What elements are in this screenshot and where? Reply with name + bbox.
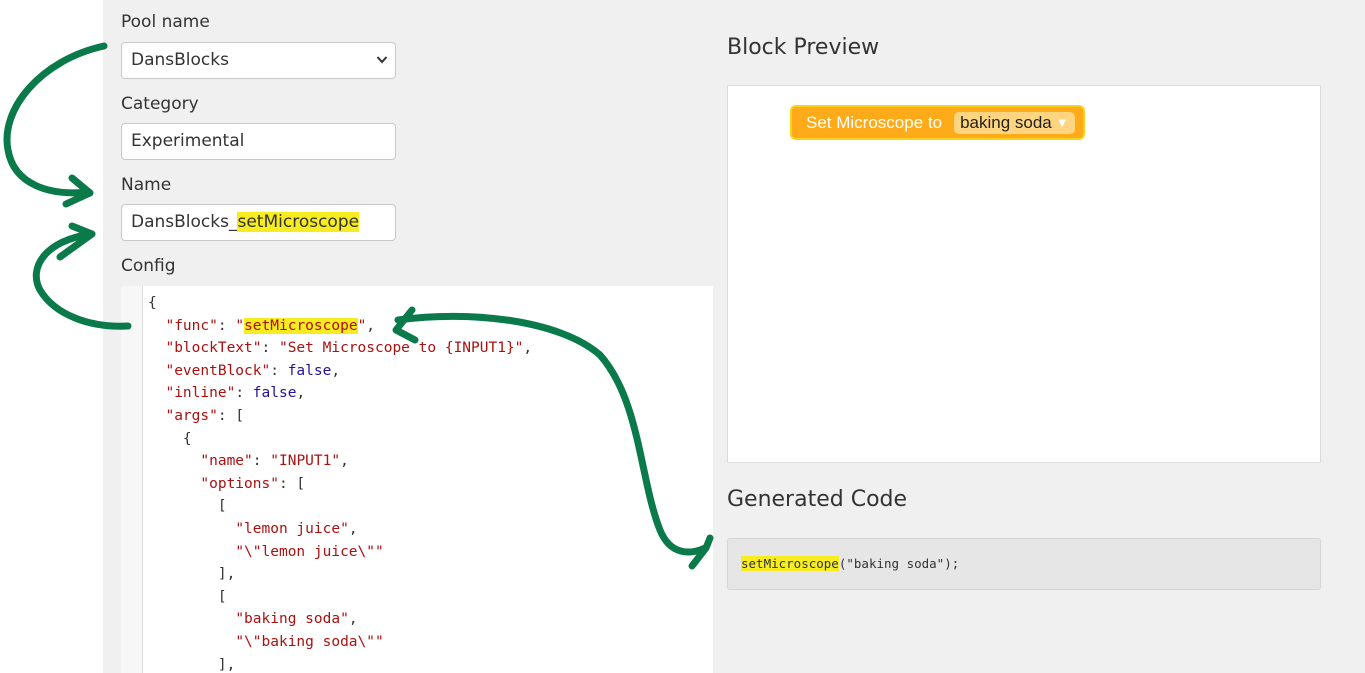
- config-line: "\"baking soda\"": [235, 633, 384, 650]
- config-line: "blockText": "Set Microscope to {INPUT1}…: [165, 340, 533, 357]
- set-microscope-block[interactable]: Set Microscope to baking soda ▼: [790, 105, 1085, 140]
- generated-code-box: setMicroscope("baking soda");: [727, 538, 1321, 590]
- config-line: "lemon juice",: [235, 520, 358, 537]
- block-dropdown-value: baking soda: [960, 112, 1052, 132]
- config-line: ],: [148, 656, 236, 673]
- arrow-pool-to-name: [3, 42, 108, 197]
- config-line: {: [148, 430, 192, 447]
- config-line: "baking soda",: [235, 611, 358, 628]
- config-line: "options": [: [200, 475, 306, 492]
- generated-code-heading: Generated Code: [727, 487, 908, 512]
- generated-func-name: setMicroscope: [741, 556, 839, 571]
- generated-code-line: setMicroscope("baking soda");: [741, 556, 959, 571]
- block-text: Set Microscope to: [806, 112, 943, 132]
- pool-name-value: DansBlocks: [131, 50, 229, 70]
- name-input[interactable]: DansBlocks_setMicroscope: [121, 204, 396, 241]
- config-line: "args": [: [165, 407, 245, 424]
- config-line: "\"lemon juice\"": [235, 543, 384, 560]
- category-input[interactable]: Experimental: [121, 123, 396, 160]
- block-dropdown[interactable]: baking soda ▼: [954, 111, 1075, 134]
- config-line: ],: [148, 566, 236, 583]
- config-line: "inline": false,: [165, 385, 306, 402]
- editor-gutter: [121, 286, 143, 673]
- config-line: "name": "INPUT1",: [200, 453, 349, 470]
- dropdown-arrow-icon: ▼: [1055, 115, 1069, 130]
- block-preview-area[interactable]: Set Microscope to baking soda ▼: [727, 85, 1321, 463]
- generated-func-args: ("baking soda");: [838, 556, 960, 571]
- config-label: Config: [121, 256, 176, 276]
- pool-name-label: Pool name: [121, 12, 210, 32]
- name-label: Name: [121, 175, 172, 195]
- config-line: "eventBlock": false,: [165, 362, 341, 379]
- name-prefix: DansBlocks_: [131, 212, 238, 232]
- chevron-down-icon: [376, 43, 388, 78]
- pool-name-select[interactable]: DansBlocks: [121, 42, 396, 79]
- arrow-pool-to-name-head: [62, 174, 94, 208]
- block-preview-heading: Block Preview: [727, 35, 880, 60]
- config-line: [: [148, 588, 227, 605]
- arrow-config-to-name-head: [56, 222, 96, 261]
- name-highlighted-suffix: setMicroscope: [237, 212, 360, 232]
- config-line: "func": "setMicroscope",: [165, 317, 376, 334]
- config-line: {: [148, 295, 157, 311]
- config-editor[interactable]: { "func": "setMicroscope", "blockText": …: [121, 286, 713, 673]
- category-label: Category: [121, 94, 199, 114]
- config-line: [: [148, 498, 227, 515]
- config-code: { "func": "setMicroscope", "blockText": …: [148, 292, 532, 673]
